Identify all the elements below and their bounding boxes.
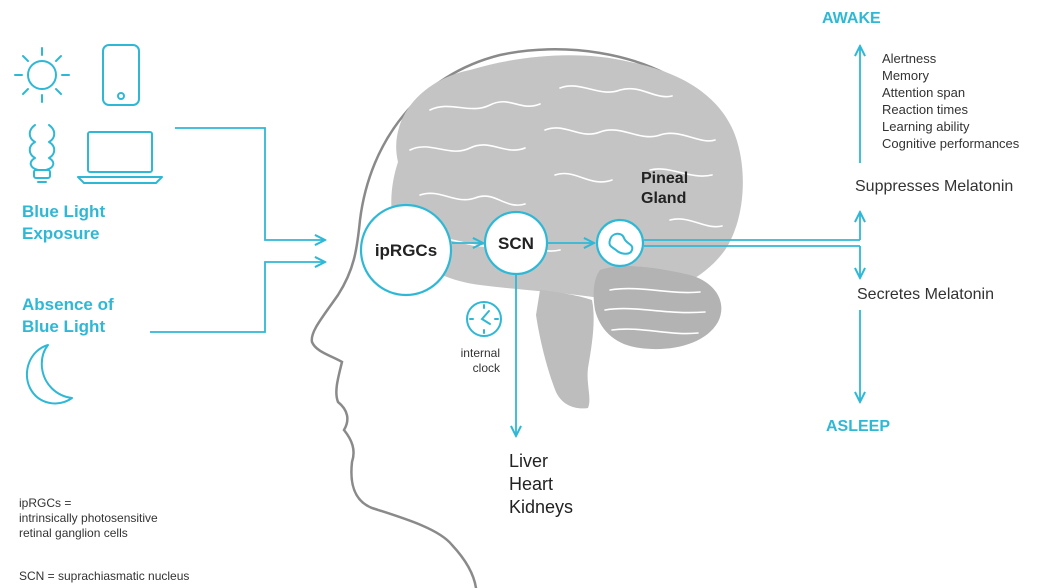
clock-icon (467, 302, 501, 336)
effect-item: Memory (882, 67, 1019, 84)
secretes-melatonin-label: Secretes Melatonin (857, 286, 994, 304)
effect-item: Cognitive performances (882, 135, 1019, 152)
moon-icon (27, 345, 72, 403)
suppresses-melatonin-label: Suppresses Melatonin (855, 178, 1013, 196)
effects-list: Alertness Memory Attention span Reaction… (882, 50, 1019, 152)
absence-line (150, 262, 325, 332)
cfl-bulb-icon (30, 125, 55, 182)
scn-label: SCN (485, 234, 547, 254)
effect-item: Alertness (882, 50, 1019, 67)
organ-item: Heart (509, 473, 573, 496)
iprgcs-label: ipRGCs (361, 241, 451, 261)
blue-light-line (175, 128, 325, 240)
organ-item: Kidneys (509, 496, 573, 519)
effect-item: Learning ability (882, 118, 1019, 135)
scn-legend: SCN = suprachiasmatic nucleus (19, 569, 189, 584)
effect-item: Attention span (882, 84, 1019, 101)
asleep-label: ASLEEP (826, 416, 890, 438)
brain-stem (536, 290, 594, 408)
pineal-gland-label: Pineal Gland (641, 169, 688, 209)
effect-item: Reaction times (882, 101, 1019, 118)
brain-cerebellum (594, 266, 722, 349)
pineal-circle (597, 220, 643, 266)
awake-label: AWAKE (822, 8, 881, 30)
laptop-icon (78, 132, 162, 183)
blue-light-exposure-label: Blue Light Exposure (22, 201, 105, 245)
internal-clock-label: internal clock (440, 346, 500, 376)
absence-of-blue-light-label: Absence of Blue Light (22, 294, 114, 338)
organ-item: Liver (509, 450, 573, 473)
iprgcs-legend: ipRGCs = intrinsically photosensitive re… (19, 496, 158, 541)
smartphone-icon (103, 45, 139, 105)
sun-icon (15, 48, 69, 102)
organs-list: Liver Heart Kidneys (509, 450, 573, 519)
